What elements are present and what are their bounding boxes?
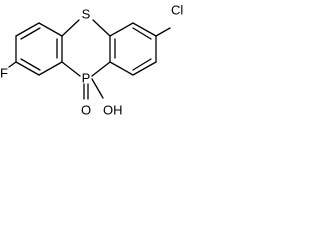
chlorine-bond [155, 27, 171, 37]
sulfur-label: S [82, 7, 91, 22]
bond [91, 61, 111, 77]
bond [38, 61, 63, 76]
fluorine-bond [8, 61, 17, 68]
chlorine-label: Cl [171, 3, 183, 18]
bond [61, 61, 81, 77]
right-benzene-ring [109, 22, 157, 76]
bond [15, 61, 40, 76]
molecule-diagram: S Cl F P O OH [0, 0, 294, 127]
phosphorus-label: P [82, 71, 91, 86]
double-bond [132, 27, 152, 40]
double-bond [20, 58, 41, 71]
structure-drawing: S Cl F P O OH [0, 3, 183, 118]
fluorine-label: F [0, 66, 8, 81]
hydroxyl-label: OH [103, 103, 123, 118]
left-benzene-ring [15, 22, 63, 76]
bond [92, 19, 111, 37]
bond [132, 22, 157, 37]
p-oh-bond [91, 78, 104, 99]
central-ring [61, 19, 111, 77]
bond [38, 22, 63, 37]
oxygen-label: O [81, 103, 91, 118]
bond [109, 22, 134, 37]
bond [132, 61, 157, 76]
bond [15, 22, 40, 37]
bond [61, 19, 80, 37]
double-bond [132, 58, 152, 71]
bond [109, 61, 134, 76]
double-bond [20, 27, 41, 40]
